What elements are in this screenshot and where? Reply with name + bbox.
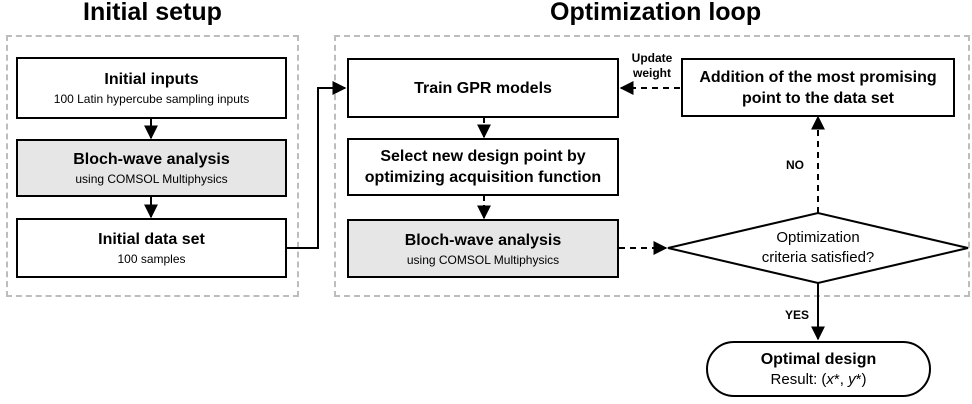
setup-bloch-box: Bloch-wave analysis using COMSOL Multiph… <box>16 139 287 197</box>
optimal-design-title: Optimal design <box>760 351 877 368</box>
result-text: Result: (x*, y*) <box>770 371 867 388</box>
select-design-line1: Select new design point by <box>380 148 586 165</box>
decision-line2: criteria satisfied? <box>761 249 875 266</box>
no-label: NO <box>786 158 804 172</box>
update-weight-label: Update weight <box>626 51 678 81</box>
addition-box: Addition of the most promising point to … <box>681 58 955 117</box>
addition-line2: point to the data set <box>742 89 894 107</box>
optimal-design-terminal: Optimal design Result: (x*, y*) <box>706 341 931 397</box>
update-weight-line2: weight <box>633 66 671 80</box>
decision-line1: Optimization <box>776 229 860 246</box>
loop-bloch-subtitle: using COMSOL Multiphysics <box>406 252 560 267</box>
arrow-dataset-to-train <box>287 81 347 249</box>
initial-dataset-title: Initial data set <box>98 231 205 248</box>
train-gpr-box: Train GPR models <box>347 58 619 118</box>
optimization-loop-title: Optimization loop <box>550 0 762 26</box>
loop-bloch-box: Bloch-wave analysis using COMSOL Multiph… <box>347 219 619 278</box>
select-design-box: Select new design point by optimizing ac… <box>347 138 619 196</box>
initial-setup-title: Initial setup <box>83 0 222 26</box>
initial-inputs-subtitle: 100 Latin hypercube sampling inputs <box>53 92 250 106</box>
setup-bloch-title: Bloch-wave analysis <box>73 151 230 168</box>
initial-dataset-box: Initial data set 100 samples <box>16 218 287 278</box>
initial-inputs-box: Initial inputs 100 Latin hypercube sampl… <box>16 57 287 119</box>
initial-setup-panel <box>6 35 299 297</box>
optimization-loop-panel <box>334 35 970 297</box>
train-gpr-title: Train GPR models <box>414 79 552 97</box>
initial-inputs-title: Initial inputs <box>104 71 199 88</box>
addition-line1: Addition of the most promising <box>699 68 937 86</box>
yes-label: YES <box>785 308 810 322</box>
setup-bloch-subtitle: using COMSOL Multiphysics <box>75 172 228 186</box>
loop-bloch-title: Bloch-wave analysis <box>404 231 562 249</box>
decision-diamond <box>667 211 969 285</box>
decision-text: Optimization criteria satisfied? <box>718 228 918 268</box>
update-weight-line1: Update <box>631 51 673 65</box>
select-design-line2: optimizing acquisition function <box>364 169 602 186</box>
initial-dataset-subtitle: 100 samples <box>117 252 186 266</box>
